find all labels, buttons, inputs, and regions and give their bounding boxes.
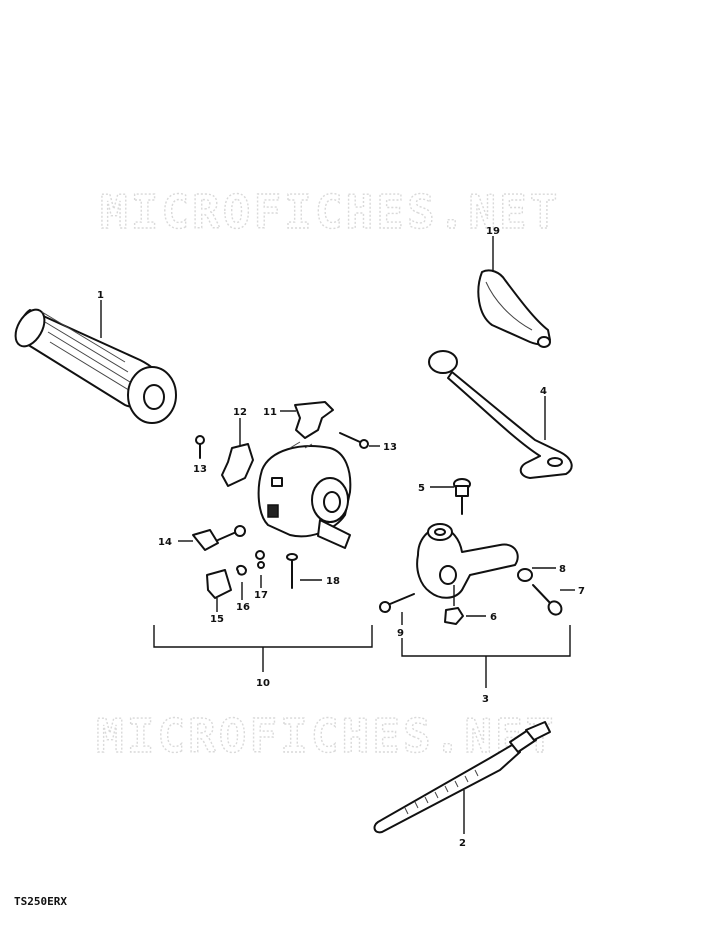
callout-14: 14	[158, 537, 172, 548]
grip-part	[14, 308, 177, 424]
block-15-part	[206, 569, 232, 599]
bolt-9-part	[379, 593, 415, 613]
clamp-11-part	[294, 401, 334, 439]
callout-1: 1	[97, 290, 104, 301]
cable-14-part	[192, 525, 246, 551]
lever-cover-part	[477, 269, 551, 348]
callout-16: 16	[236, 602, 250, 613]
callout-3: 3	[482, 694, 489, 705]
screw-18-part	[286, 553, 298, 589]
screw-13-left-part	[195, 435, 205, 459]
model-code: TS250ERX	[14, 895, 67, 908]
washer-8-part	[517, 568, 533, 582]
bolt-5-part	[453, 478, 471, 515]
callout-6: 6	[490, 612, 497, 623]
clamp-12-part	[221, 443, 254, 487]
callout-17: 17	[254, 590, 268, 601]
callout-11: 11	[263, 407, 277, 418]
watermark-bottom: MICROFICHES.NET	[96, 709, 556, 763]
callout-5: 5	[418, 483, 425, 494]
strap-part	[373, 721, 551, 834]
lever-assy-bracket	[401, 625, 571, 657]
callout-12: 12	[233, 407, 247, 418]
callout-13-right: 13	[383, 442, 397, 453]
callout-7: 7	[578, 586, 585, 597]
callout-19: 19	[486, 226, 500, 237]
callout-13-left: 13	[193, 464, 207, 475]
callout-2: 2	[459, 838, 466, 849]
callout-4: 4	[540, 386, 547, 397]
spring-16-part	[236, 564, 247, 576]
switch-assy-bracket	[153, 625, 373, 648]
watermark-top: MICROFICHES.NET	[100, 185, 560, 239]
callout-15: 15	[210, 614, 224, 625]
callout-18: 18	[326, 576, 340, 587]
screw-13-right-part	[339, 432, 369, 449]
callout-8: 8	[559, 564, 566, 575]
callout-9: 9	[397, 628, 404, 639]
lever-part	[428, 350, 573, 479]
ball-17-part	[255, 550, 265, 569]
switch-housing-part	[257, 441, 352, 549]
callout-10: 10	[256, 678, 270, 689]
nut-6-part	[444, 585, 464, 625]
lever-holder-part	[416, 523, 519, 599]
bolt-7-part	[532, 584, 563, 616]
